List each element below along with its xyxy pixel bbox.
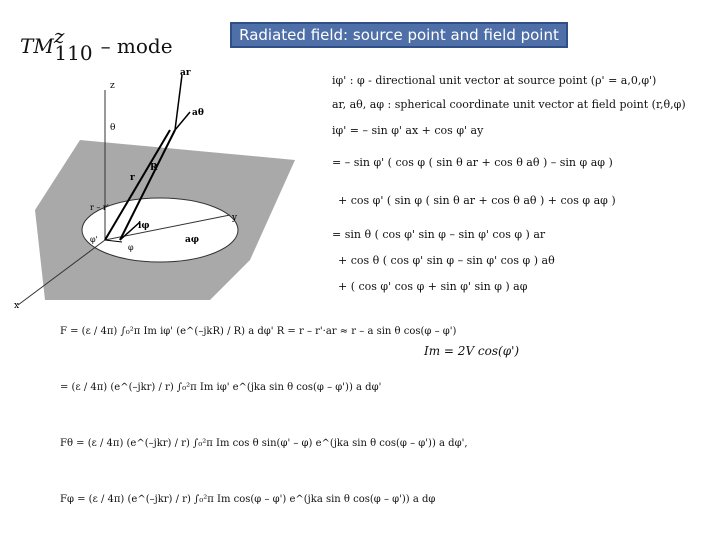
R-label: R: [150, 163, 158, 173]
derivation-line-4: = sin θ ( cos φ' sin φ – sin φ' cos φ ) …: [332, 228, 546, 241]
iphi-arrow: [119, 221, 141, 241]
r-minus-rp-line: [104, 239, 123, 243]
mode-sup: z: [53, 24, 65, 48]
mode-label: TMz110 – mode: [20, 24, 173, 65]
aphi-label: aφ: [185, 235, 199, 245]
slide-title-text: Radiated field: source point and field p…: [239, 26, 559, 44]
derivation-line-1: iφ' = – sin φ' ax + cos φ' ay: [332, 124, 484, 137]
derivation-line-2: = – sin φ' ( cos φ ( sin θ ar + cos θ aθ…: [332, 156, 613, 169]
phi-label: φ: [128, 243, 134, 252]
theta-label: θ: [110, 123, 115, 133]
ar-arrow: [174, 74, 183, 131]
x-label: x: [14, 301, 19, 310]
integral-Ftheta: Fθ = (ε / 4π) (e^(–jkr) / r) ∫₀²π Im cos…: [60, 438, 468, 449]
integral-F-approx: = (ε / 4π) (e^(–jkr) / r) ∫₀²π Im iφ' e^…: [60, 382, 382, 393]
ar-label: ar: [180, 70, 191, 78]
r-minus-rp-label: r – r': [90, 203, 109, 212]
y-label: y: [231, 213, 238, 223]
geometry-diagram: z y x ar aθ R r r – r' iφ aφ θ φ' φ: [14, 70, 295, 310]
phip-label: φ': [90, 235, 98, 244]
definition-iphi: iφ' : φ - directional unit vector at sou…: [332, 74, 657, 87]
r-label: r: [130, 173, 135, 183]
derivation-line-3: + cos φ' ( sin φ ( sin θ ar + cos θ aθ )…: [338, 194, 616, 207]
derivation-line-5: + cos θ ( cos φ' sin φ – sin φ' cos φ ) …: [338, 254, 555, 267]
y-axis: [104, 214, 231, 241]
definition-spherical: ar, aθ, aφ : spherical coordinate unit v…: [332, 98, 686, 111]
mode-base: TM: [20, 34, 54, 58]
x-axis: [17, 239, 106, 306]
derivation-line-6: + ( cos φ' cos φ + sin φ' sin φ ) aφ: [338, 280, 528, 293]
iphi-label: iφ: [138, 221, 150, 231]
z-label: z: [110, 81, 115, 91]
source-amplitude: Im = 2V cos(φ'): [424, 344, 520, 358]
slide-title: Radiated field: source point and field p…: [230, 22, 568, 48]
mode-sub: 110: [54, 41, 93, 65]
integral-F: F = (ε / 4π) ∫₀²π Im iφ' (e^(–jkR) / R) …: [60, 326, 457, 337]
atheta-label: aθ: [192, 108, 204, 118]
r-vector: [104, 129, 171, 241]
atheta-arrow: [174, 111, 191, 131]
mode-suffix: – mode: [100, 34, 173, 58]
R-vector: [119, 129, 176, 241]
integral-Fphi: Fφ = (ε / 4π) (e^(–jkr) / r) ∫₀²π Im cos…: [60, 494, 436, 505]
